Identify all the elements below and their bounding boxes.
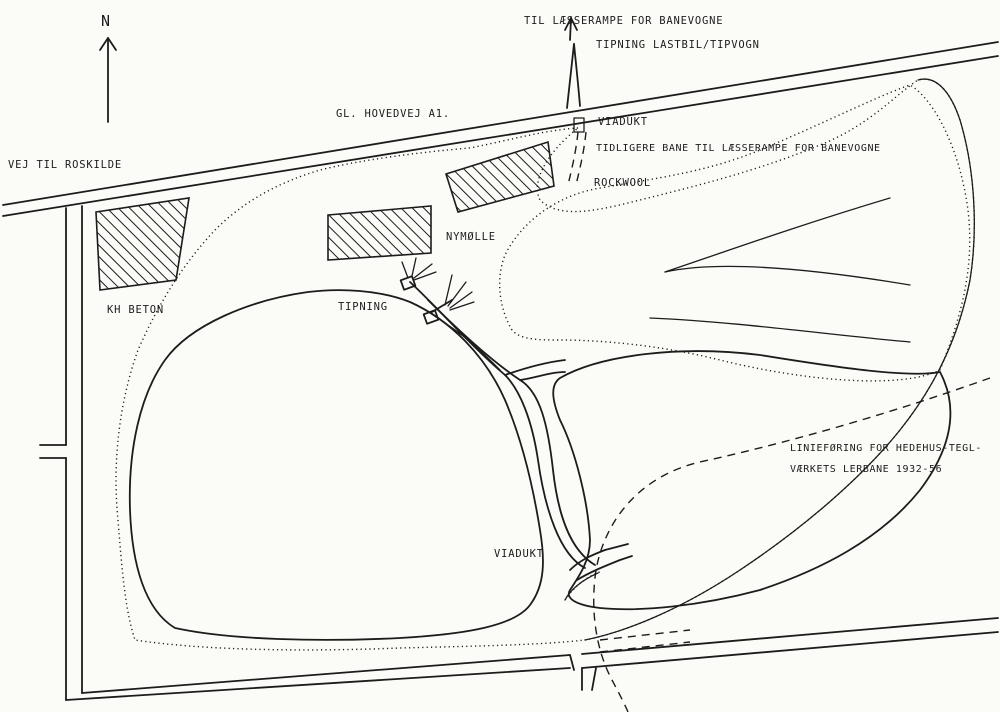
south-road — [65, 617, 999, 701]
north-arrow — [99, 37, 117, 123]
west-road — [39, 205, 83, 701]
building-nymolle — [327, 205, 432, 261]
label-til-laesserampe: TIL LÆSSERAMPE FOR BANEVOGNE — [524, 15, 724, 27]
label-linjefoering-1: LINIEFØRING FOR HEDEHUS-TEGL- — [790, 443, 982, 454]
label-nymolle: NYMØLLE — [446, 231, 496, 243]
label-tipning-lastbil: TIPNING LASTBIL/TIPVOGN — [596, 39, 760, 51]
label-kh-beton: KH BETON — [107, 304, 164, 316]
tipping-station-lower — [422, 274, 475, 325]
north-lobe — [499, 84, 971, 382]
pit-boundary-west — [115, 127, 586, 651]
eastern-pit — [552, 350, 952, 611]
viaduct-south — [564, 543, 633, 601]
label-viadukt-south: VIADUKT — [494, 548, 544, 560]
label-tipning: TIPNING — [338, 301, 388, 313]
label-vej-til-roskilde: VEJ TIL ROSKILDE — [8, 159, 122, 171]
historic-lerbane-south — [599, 629, 691, 653]
label-north: N — [101, 12, 112, 30]
pit-boundary-east-line — [584, 78, 975, 641]
label-viadukt-north: VIADUKT — [598, 116, 648, 128]
pit-boundary-east — [536, 78, 975, 641]
lobe-ridges — [649, 197, 911, 343]
viaduct-north — [567, 117, 587, 186]
north-access-road — [564, 17, 581, 109]
tipping-station-upper — [399, 257, 437, 291]
label-rockwool: ROCKWOOL — [594, 177, 651, 189]
historic-lerbane-line — [593, 377, 991, 712]
label-tidligere-bane: TIDLIGERE BANE TIL LÆSSERAMPE FOR BANEVO… — [596, 143, 881, 154]
central-track — [409, 281, 596, 569]
label-linjefoering-2: VÆRKETS LERBANE 1932-56 — [790, 464, 943, 475]
highway-gl-hovedvej — [2, 41, 999, 217]
building-rockwool — [444, 140, 555, 213]
building-kh-beton — [95, 197, 190, 291]
label-gl-hovedvej: GL. HOVEDVEJ A1. — [336, 108, 450, 120]
western-pit — [128, 289, 544, 641]
